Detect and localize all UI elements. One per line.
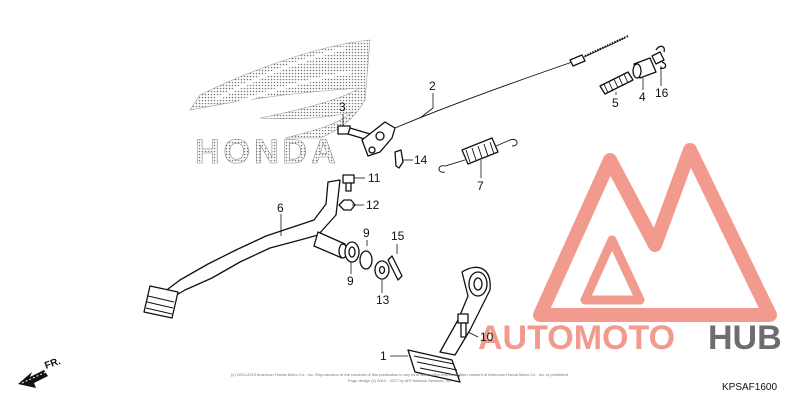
diagram-ref-code: KPSAF1600 [722, 382, 777, 393]
honda-logo-text: HONDA [195, 133, 340, 171]
front-direction-indicator: FR. [18, 356, 62, 388]
automotohub-logo-mark [533, 143, 777, 322]
label-part-1: 1 [380, 349, 387, 363]
part-4-joint [632, 57, 657, 79]
honda-wing-logo: HONDA [189, 39, 371, 171]
label-part-15: 15 [391, 229, 405, 243]
copyright-line-2: Page design (c) 2004 - 2017 by ARI Netwo… [348, 378, 452, 383]
label-part-10: 10 [480, 330, 494, 344]
part-13-washer [374, 260, 390, 280]
callout-leaders [280, 66, 662, 357]
cable-bracket [361, 121, 396, 157]
part-15-cotter-pin [387, 255, 403, 281]
part-10-bolt [457, 313, 469, 338]
label-part-14: 14 [414, 153, 428, 167]
part-16-wing-nut [651, 45, 667, 70]
part-5-spring [599, 71, 634, 95]
label-part-13: 13 [376, 293, 390, 307]
part-9-seal-left [344, 241, 360, 263]
label-part-2: 2 [429, 79, 436, 93]
part-11-bolt [342, 174, 355, 192]
part-1-step [407, 266, 491, 383]
label-part-9-lower: 9 [347, 274, 354, 288]
copyright-line-1: (c) 2003-2015 American Honda Motor Co., … [231, 372, 569, 377]
part-2-cable [394, 35, 629, 129]
part-7-spring [438, 137, 518, 173]
label-part-9-upper: 9 [363, 226, 370, 240]
brand-hub: HUB [708, 319, 782, 357]
label-part-12: 12 [366, 198, 380, 212]
part-14-clip [394, 149, 404, 169]
label-part-11: 11 [368, 171, 381, 185]
label-part-16: 16 [655, 86, 669, 100]
label-part-3: 3 [339, 100, 346, 114]
brand-automoto: AUTOMOTO [478, 319, 675, 357]
part-6-brake-pedal [143, 179, 348, 319]
label-part-5: 5 [612, 96, 619, 110]
label-part-6: 6 [277, 201, 284, 215]
front-direction-label: FR. [43, 356, 62, 372]
label-part-4: 4 [639, 90, 646, 104]
part-9-seal-right [359, 250, 373, 270]
label-part-7: 7 [477, 179, 484, 193]
